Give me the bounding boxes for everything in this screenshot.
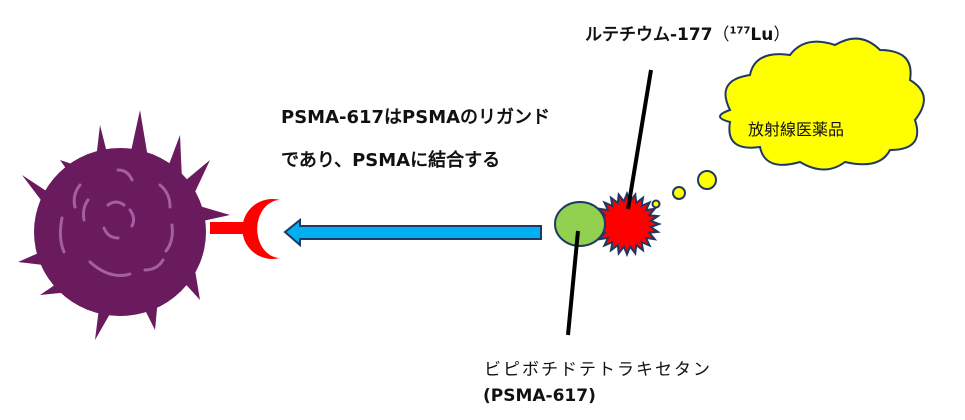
description-line-1: PSMA-617はPSMAのリガンド — [281, 107, 551, 128]
description-line-2: であり、PSMAに結合する — [281, 150, 501, 171]
isotope-pointer-line — [626, 69, 653, 210]
ligand-green-circle — [554, 201, 606, 247]
paren-open: （ — [712, 25, 730, 45]
paren-close: ） — [773, 25, 791, 45]
ligand-pointer-line — [566, 230, 580, 336]
binding-arrow-left — [283, 217, 542, 248]
thought-bubble-text: 放射線医薬品 — [748, 120, 845, 139]
cancer-cell-icon — [18, 110, 230, 340]
mass-number: 177 — [729, 25, 751, 37]
element-symbol: Lu — [750, 25, 774, 45]
thought-cloud — [651, 37, 925, 209]
ligand-code: (PSMA-617) — [483, 386, 596, 406]
psma-receptor-icon — [210, 199, 280, 259]
radionuclide-label: ルテチウム-177（177Lu） — [585, 20, 790, 45]
ligand-name: ビピボチドテトラキセタン — [484, 360, 712, 380]
radionuclide-name: ルテチウム-177 — [585, 25, 713, 45]
